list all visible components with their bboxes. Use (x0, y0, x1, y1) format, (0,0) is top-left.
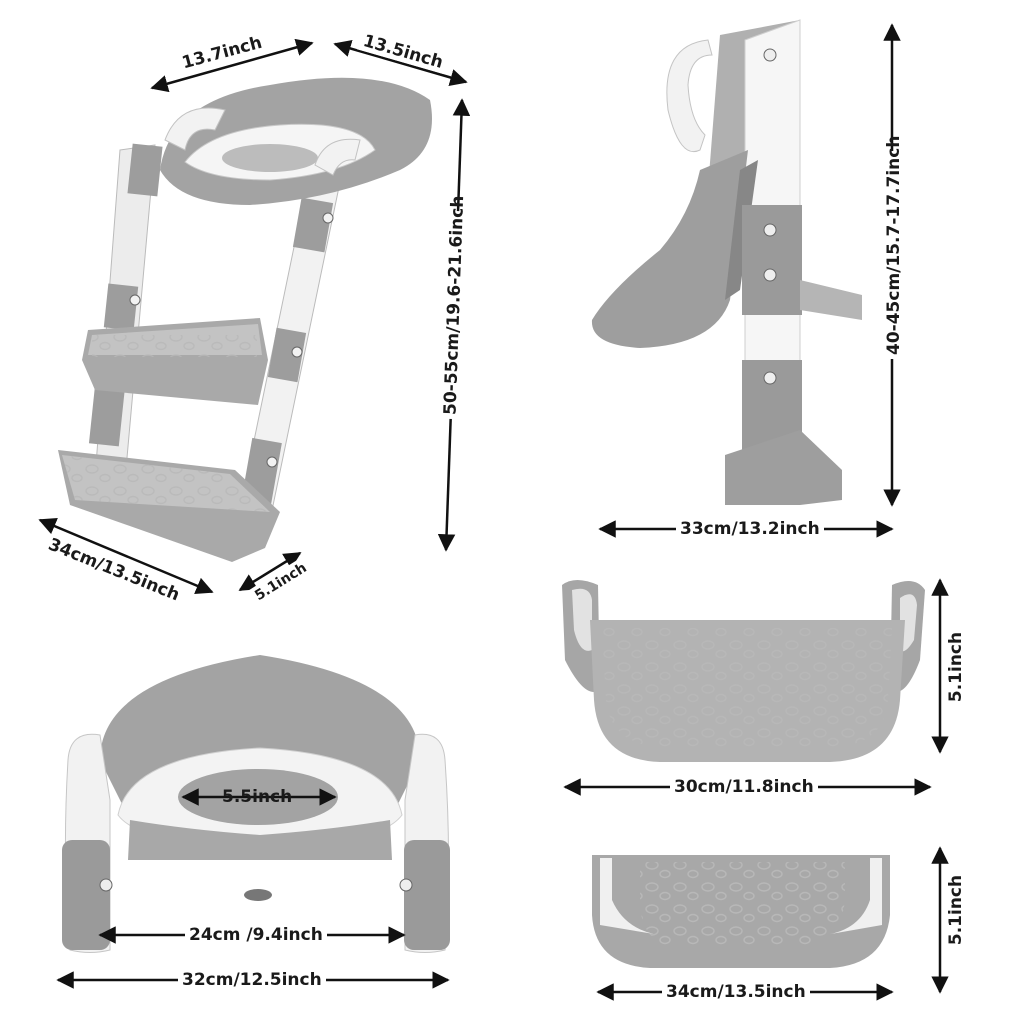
arrow-base-length (38, 518, 214, 594)
label-seat-inner: 24cm /9.4inch (185, 925, 327, 945)
label-step1-height: 5.1inch (946, 627, 967, 707)
label-seat-outer: 32cm/12.5inch (178, 970, 326, 990)
label-side-depth: 33cm/13.2inch (676, 519, 824, 539)
arrow-top-width (150, 38, 314, 93)
label-step1-width: 30cm/11.8inch (670, 777, 818, 797)
ladder-potty-chair-illustration (58, 77, 432, 562)
label-seat-hole: 5.5inch (222, 787, 293, 807)
arrow-base-step (238, 551, 302, 592)
side-view-illustration (591, 19, 862, 505)
label-side-height: 40-45cm/15.7-17.7inch (884, 136, 904, 359)
label-step2-height: 5.1inch (946, 870, 967, 950)
step-two-illustration (592, 855, 890, 968)
step-one-illustration (562, 580, 925, 762)
label-step2-width: 34cm/13.5inch (662, 982, 810, 1002)
arrow-top-depth (333, 39, 468, 87)
